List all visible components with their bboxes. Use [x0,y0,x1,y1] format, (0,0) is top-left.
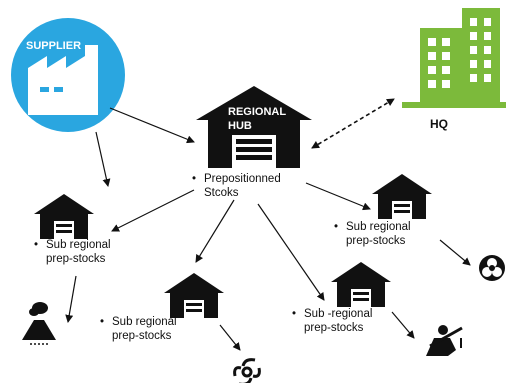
sub-stock-line2: prep-stocks [112,330,172,342]
arrow-supplier-to-hub [109,107,195,144]
hub-title-line1: REGIONAL [228,106,287,118]
hq-label: HQ [430,117,448,131]
sub-warehouse-icon [164,273,224,318]
arrow-supplier-to-sub1 [95,131,111,187]
sub-stock-label-1: •Sub regional prep-stocks [34,239,111,265]
arrow-sub2-to-cyclone [219,324,241,351]
sub-stock-label-2: •Sub regional prep-stocks [100,316,177,342]
sub-warehouse-icon [372,174,432,219]
arrow-sub3-to-biohazard [439,239,471,266]
hub-title-line2: HUB [228,120,252,132]
sub-stock-label-4: •Sub -regional prep-stocks [292,308,373,334]
sub-stock-line1: Sub regional [346,221,411,233]
arrow-hub-to-sub1 [111,189,195,232]
sub-stock-line2: prep-stocks [346,235,406,247]
hub-stock-line1: Prepositionned [204,173,281,185]
supplier-icon [11,18,125,132]
sub-stock-line1: Sub regional [46,239,111,251]
arrow-hub-to-sub4 [257,203,325,301]
arrow-hub-to-sub3 [305,182,371,211]
arrow-sub1-to-volcano [65,275,77,323]
sub-stock-line1: Sub -regional [304,308,373,320]
conflict-icon [426,325,463,356]
sub-stock-label-3: •Sub regional prep-stocks [334,221,411,247]
arrow-sub4-to-conflict [391,311,415,339]
sub-warehouse-icon [331,262,391,307]
hq-building-icon [402,8,506,108]
arrow-hub-hq [311,98,395,149]
sub-stock-line2: prep-stocks [304,322,364,334]
hub-stock-line2: Stcoks [204,187,239,199]
arrow-hub-to-sub2 [195,199,235,263]
regional-hub-warehouse-icon [196,86,312,168]
sub-stock-line2: prep-stocks [46,253,106,265]
biohazard-icon [479,255,505,281]
cyclone-icon [233,358,261,383]
supplier-label: SUPPLIER [26,40,82,52]
sub-warehouse-icon [34,194,94,239]
sub-stock-line1: Sub regional [112,316,177,328]
volcano-icon [22,302,56,345]
connection-arrows [65,98,471,351]
hub-stock-label: •Prepositionned Stcoks [192,173,281,199]
